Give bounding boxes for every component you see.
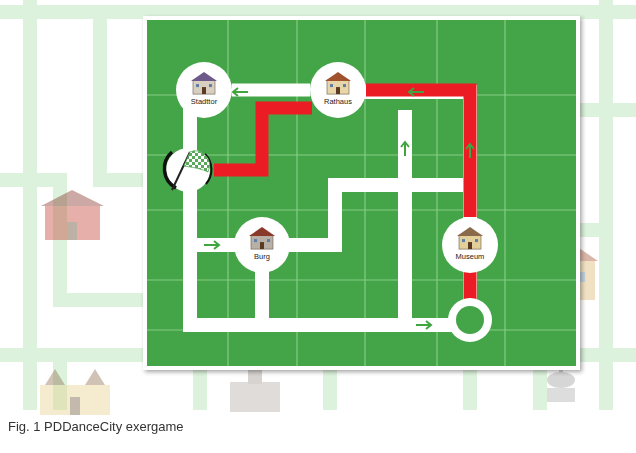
roads <box>190 92 470 325</box>
building-icon <box>310 62 366 118</box>
place-circle: Burg <box>234 217 290 273</box>
building-icon <box>442 217 498 273</box>
start-circle-inner <box>456 306 484 334</box>
building-icon <box>176 62 232 118</box>
figure-caption: Fig. 1 PDDanceCity exergame <box>8 419 184 434</box>
finish-flag <box>164 148 211 192</box>
board-grid <box>147 20 576 366</box>
place-label: Burg <box>234 252 290 261</box>
start-circle <box>448 298 492 342</box>
board <box>147 20 576 366</box>
place-label: Stadttor <box>176 97 232 106</box>
red-route <box>214 108 470 300</box>
place-label: Rathaus <box>310 97 366 106</box>
road-connector <box>366 90 470 217</box>
arrow-signs <box>204 88 474 329</box>
background-maze <box>0 0 636 410</box>
building-icon <box>234 217 290 273</box>
board-frame <box>143 16 580 370</box>
place-circle: Museum <box>442 217 498 273</box>
place-circle: Stadttor <box>176 62 232 118</box>
road-connector <box>232 84 310 97</box>
place-circle: Rathaus <box>310 62 366 118</box>
place-label: Museum <box>442 252 498 261</box>
